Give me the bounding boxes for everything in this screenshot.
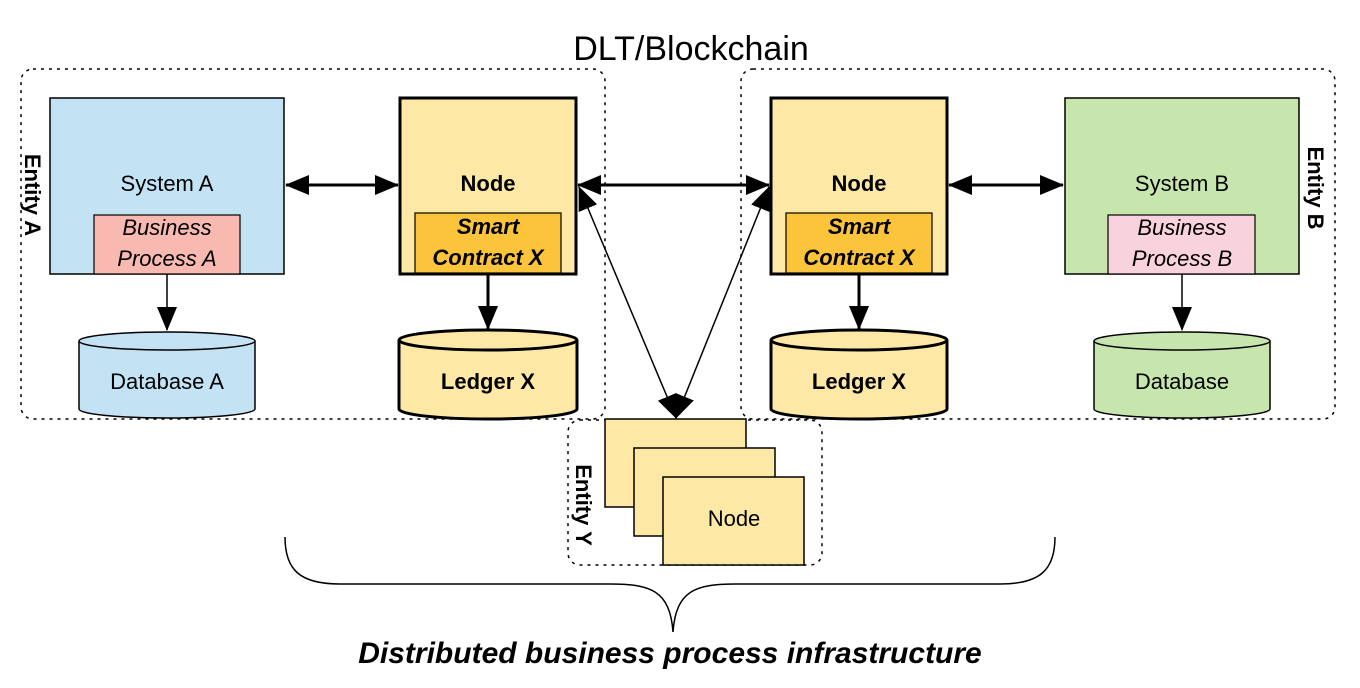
entity-a-boundary [20, 68, 606, 420]
system-b-label: System B [1135, 171, 1229, 196]
system-b: System B Business Process B [1064, 97, 1300, 275]
database-b-label: Database [1135, 369, 1229, 394]
entity-y-node-label: Node [708, 506, 761, 531]
entity-b-boundary [740, 68, 1336, 420]
diagram-title: DLT/Blockchain [573, 30, 809, 68]
node-b: Node Smart Contract X [769, 96, 949, 276]
database-a-label: Database A [110, 369, 224, 394]
diagram-caption: Distributed business process infrastruct… [358, 637, 982, 670]
system-a-label: System A [121, 171, 214, 196]
smart-contract-b-line1: Smart [828, 214, 892, 239]
smart-contract-a-line2: Contract X [432, 245, 545, 270]
business-process-b-line2: Process B [1132, 246, 1232, 271]
smart-contract-a-line1: Smart [457, 214, 521, 239]
ledger-b-label: Ledger X [812, 369, 906, 394]
business-process-a-line1: Business [122, 215, 211, 240]
system-a: System A Business Process A [49, 97, 285, 275]
database-a: Database A [78, 331, 256, 419]
business-process-b-box [1107, 214, 1256, 275]
arrow-node-b-entity-y [675, 186, 770, 419]
ledger-a-label: Ledger X [441, 369, 535, 394]
node-a-label: Node [461, 171, 516, 196]
database-b: Database [1093, 331, 1271, 419]
smart-contract-b-box [785, 212, 933, 274]
arrow-node-a-entity-y [578, 186, 677, 419]
business-process-b-line1: Business [1137, 215, 1226, 240]
node-b-label: Node [832, 171, 887, 196]
entity-a-label: Entity A [20, 154, 45, 236]
entity-y-label: Entity Y [571, 464, 596, 546]
node-a: Node Smart Contract X [398, 96, 578, 276]
ledger-a: Ledger X [397, 328, 579, 421]
smart-contract-b-line2: Contract X [803, 245, 916, 270]
ledger-b: Ledger X [769, 328, 949, 421]
grouping-brace [284, 536, 1056, 633]
business-process-a-line2: Process A [117, 246, 216, 271]
entity-y-node-front [662, 476, 805, 566]
smart-contract-a-box [414, 212, 562, 274]
entity-y-node-stack: Node [604, 418, 805, 566]
entity-b-label: Entity B [1303, 146, 1328, 229]
